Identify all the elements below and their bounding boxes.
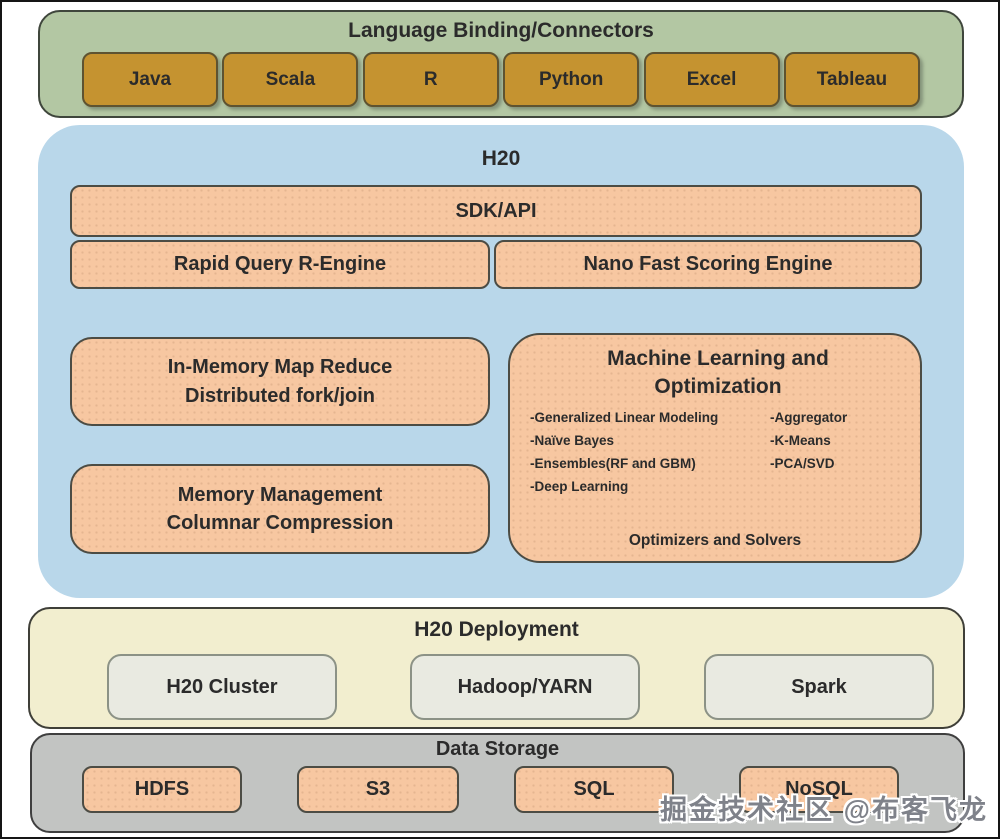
ml-item-kmeans: -K-Means bbox=[770, 433, 831, 449]
ml-footer: Optimizers and Solvers bbox=[628, 532, 802, 549]
node-spark: Spark bbox=[704, 654, 934, 720]
ml-columns: -Generalized Linear Modeling -Naïve Baye… bbox=[522, 407, 914, 499]
node-java: Java bbox=[82, 52, 218, 107]
inmemory-line2: Distributed fork/join bbox=[185, 384, 375, 407]
ml-column-left: -Generalized Linear Modeling -Naïve Baye… bbox=[530, 407, 770, 499]
node-scala: Scala bbox=[222, 52, 359, 107]
ml-item-pca-svd: -PCA/SVD bbox=[770, 456, 835, 472]
node-nano-scoring-engine: Nano Fast Scoring Engine bbox=[494, 240, 922, 289]
node-s3: S3 bbox=[297, 766, 459, 813]
inmemory-line1: In-Memory Map Reduce bbox=[167, 356, 393, 379]
node-rapid-query-engine: Rapid Query R-Engine bbox=[70, 240, 490, 289]
node-python: Python bbox=[503, 52, 640, 107]
memory-line1: Memory Management bbox=[177, 483, 383, 506]
ml-title-line1: Machine Learning and bbox=[607, 347, 829, 370]
node-excel: Excel bbox=[643, 52, 780, 107]
node-sql: SQL bbox=[514, 766, 674, 813]
node-sdk-api: SDK/API bbox=[70, 185, 922, 237]
connectors-row: Java Scala R Python Excel Tableau bbox=[40, 52, 962, 107]
node-hadoop-yarn: Hadoop/YARN bbox=[410, 654, 640, 720]
watermark: 掘金技术社区 @布客飞龙 bbox=[660, 795, 988, 825]
node-machine-learning: Machine Learning and Optimization -Gener… bbox=[508, 333, 922, 563]
node-inmemory-mapreduce: In-Memory Map Reduce Distributed fork/jo… bbox=[70, 337, 490, 426]
ml-item-glm: -Generalized Linear Modeling bbox=[530, 410, 719, 426]
deployment-title: H20 Deployment bbox=[414, 618, 579, 641]
ml-item-aggregator: -Aggregator bbox=[770, 410, 848, 426]
connectors-title: Language Binding/Connectors bbox=[348, 19, 654, 42]
node-h2o-cluster: H20 Cluster bbox=[107, 654, 337, 720]
ml-item-ensembles: -Ensembles(RF and GBM) bbox=[530, 456, 696, 472]
ml-item-deep-learning: -Deep Learning bbox=[530, 479, 629, 495]
h2o-panel: H20 SDK/API Rapid Query R-Engine Nano Fa… bbox=[38, 125, 964, 598]
node-memory-management: Memory Management Columnar Compression bbox=[70, 464, 490, 554]
deployment-panel: H20 Deployment H20 Cluster Hadoop/YARN S… bbox=[28, 607, 965, 729]
storage-panel: Data Storage HDFS S3 SQL NoSQL bbox=[30, 733, 965, 833]
ml-title-line2: Optimization bbox=[654, 374, 782, 398]
ml-column-right: -Aggregator -K-Means -PCA/SVD bbox=[770, 407, 914, 499]
connectors-panel: Language Binding/Connectors Java Scala R… bbox=[38, 10, 964, 118]
ml-title: Machine Learning and Optimization bbox=[522, 345, 914, 400]
ml-item-naive-bayes: -Naïve Bayes bbox=[530, 433, 615, 449]
node-tableau: Tableau bbox=[783, 52, 920, 107]
h2o-title: H20 bbox=[481, 147, 521, 170]
node-hdfs: HDFS bbox=[82, 766, 242, 813]
storage-title: Data Storage bbox=[435, 738, 560, 760]
node-r: R bbox=[362, 52, 499, 107]
memory-line2: Columnar Compression bbox=[166, 512, 394, 534]
node-nosql: NoSQL bbox=[739, 766, 899, 813]
